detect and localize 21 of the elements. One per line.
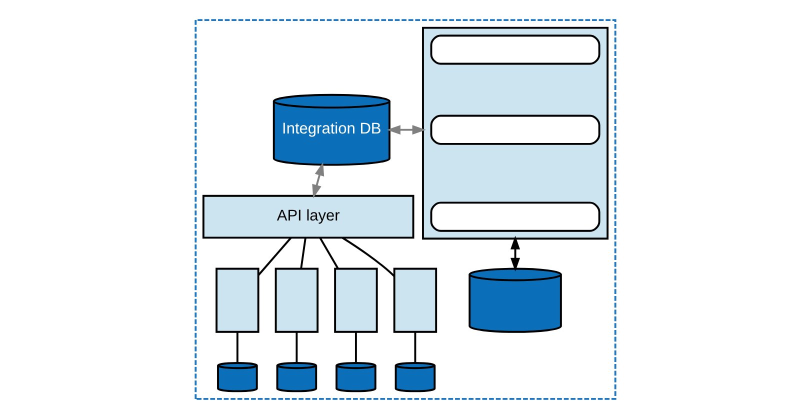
connector: [236, 332, 238, 363]
node-box: [393, 268, 438, 333]
arrow: [510, 236, 520, 272]
node-box: [430, 202, 600, 232]
connector: [414, 332, 416, 363]
connector: [354, 332, 357, 363]
connector: [300, 238, 306, 269]
connector: [258, 237, 292, 276]
node-box: [274, 268, 319, 333]
connector: [342, 236, 395, 277]
arrow: [312, 162, 324, 198]
connector: [296, 332, 298, 363]
node-box: [216, 268, 260, 333]
arrow: [386, 125, 426, 135]
node-box: [430, 34, 600, 65]
node-box: [334, 268, 378, 333]
node-box: [430, 114, 600, 145]
node-box: API layer: [202, 194, 414, 239]
cluster: [194, 19, 616, 400]
cluster: [422, 26, 609, 240]
connector: [319, 237, 339, 270]
